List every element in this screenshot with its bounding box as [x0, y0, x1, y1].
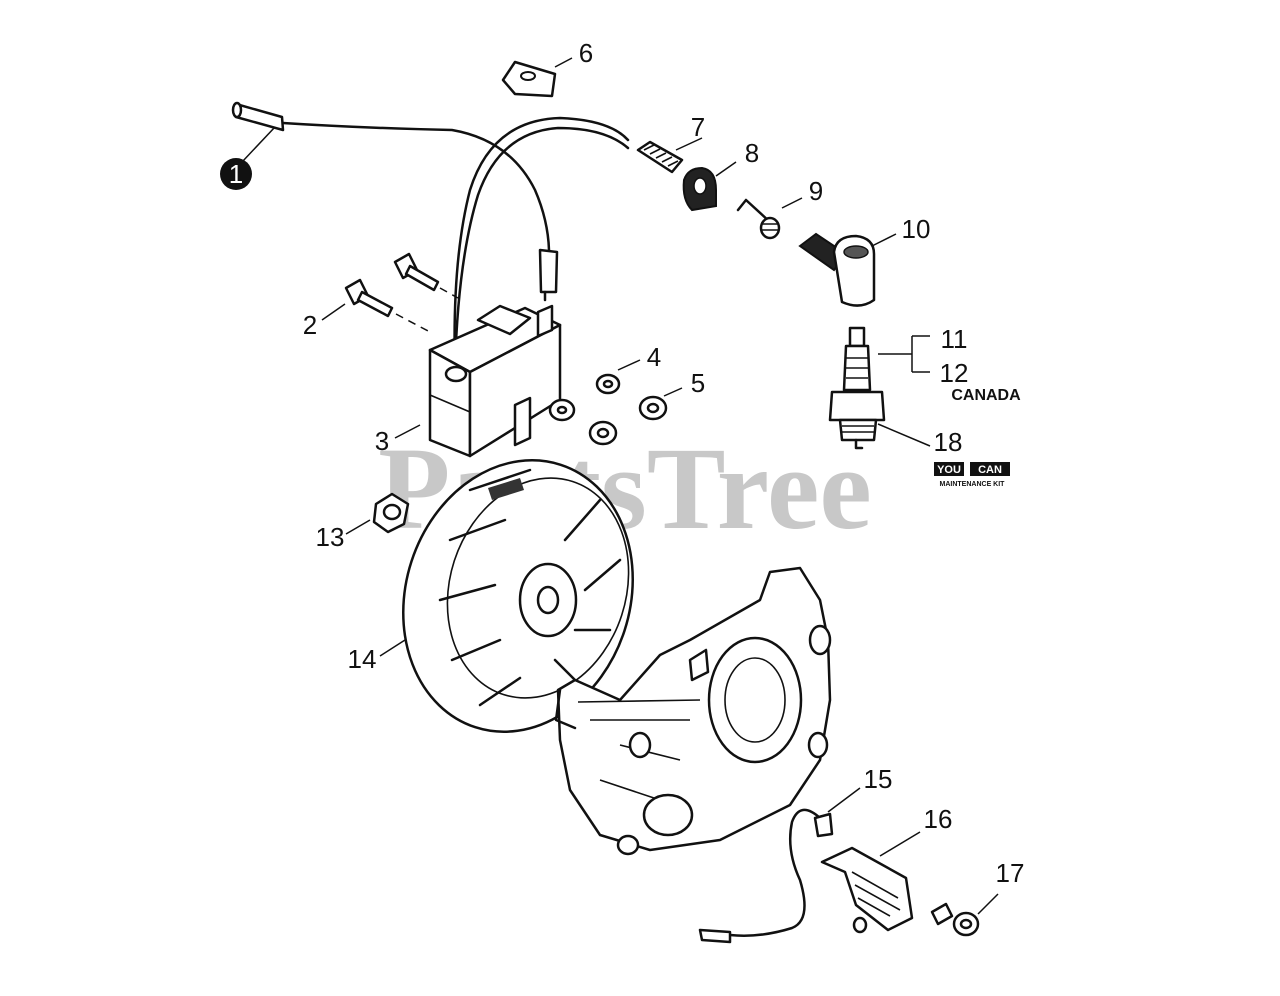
part-16-bracket	[820, 846, 914, 934]
callout-16[interactable]: 16	[924, 804, 953, 834]
callout-1[interactable]: 1	[220, 158, 252, 190]
kit-logo-can: CAN	[978, 464, 1002, 476]
callout-7[interactable]: 7	[691, 112, 705, 142]
svg-text:1: 1	[229, 159, 243, 189]
canada-note: CANADA	[951, 387, 1021, 404]
callout-17[interactable]: 17	[996, 858, 1025, 888]
part-14-flywheel	[402, 459, 634, 733]
leader-lines	[241, 57, 999, 915]
part-15-stop-wire	[698, 808, 834, 944]
part-17-screw	[930, 902, 980, 937]
callout-18[interactable]: 18	[934, 427, 963, 457]
part-13-nut	[372, 492, 410, 534]
callout-13[interactable]: 13	[316, 522, 345, 552]
callout-2[interactable]: 2	[303, 310, 317, 340]
part-10-plug-cap	[798, 232, 876, 307]
kit-logo-caption: MAINTENANCE KIT	[940, 481, 1006, 488]
part-3-ignition-coil	[428, 116, 630, 458]
callout-11[interactable]: 11	[941, 324, 968, 354]
youcan-kit-logo: YOU CAN MAINTENANCE KIT	[934, 462, 1010, 488]
callout-5[interactable]: 5	[691, 368, 705, 398]
part-7-spring	[636, 140, 684, 174]
part-4-5-washers	[548, 373, 668, 446]
callout-8[interactable]: 8	[745, 138, 759, 168]
callout-14[interactable]: 14	[348, 644, 377, 674]
callout-9[interactable]: 9	[809, 176, 823, 206]
callout-12[interactable]: 12	[940, 358, 969, 388]
callout-15[interactable]: 15	[864, 764, 893, 794]
part-11-spark-plug	[828, 326, 886, 450]
part-8-boot	[682, 166, 717, 212]
part-9-clip	[736, 198, 781, 240]
part-1-ground-lead	[231, 101, 559, 302]
part-6-grommet	[501, 60, 557, 98]
kit-logo-you: YOU	[937, 464, 961, 476]
callout-10[interactable]: 10	[902, 214, 931, 244]
callout-4[interactable]: 4	[647, 342, 661, 372]
callout-3[interactable]: 3	[375, 426, 389, 456]
part-2-screws	[344, 252, 459, 333]
callout-6[interactable]: 6	[579, 38, 593, 68]
crankcase	[554, 566, 832, 856]
